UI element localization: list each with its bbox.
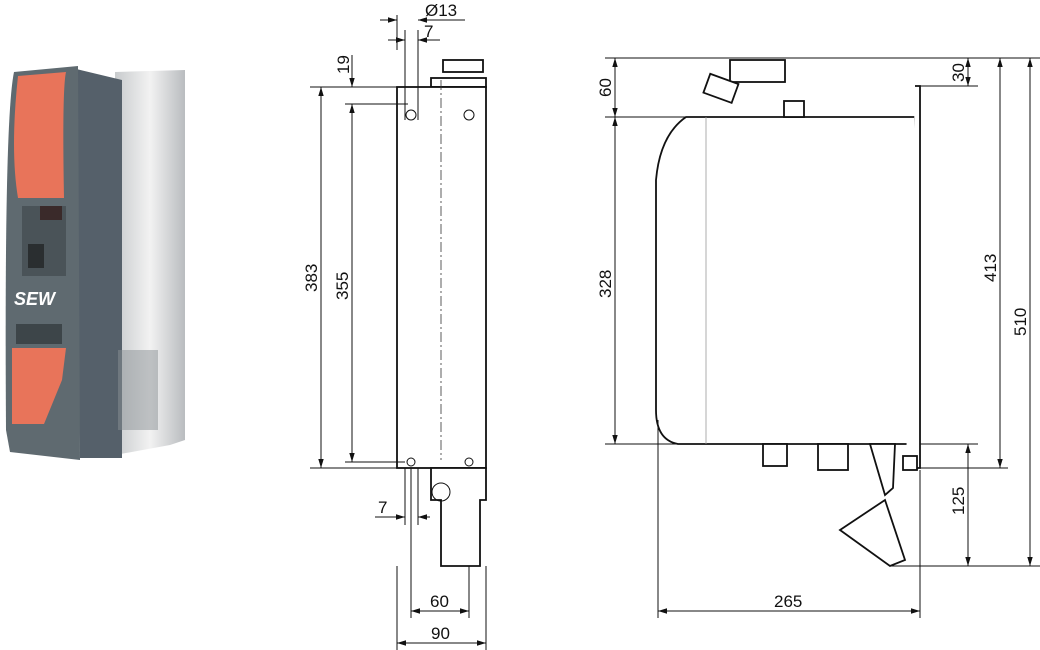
seven-segment-display [28,244,44,268]
dim-bottom-connector: 125 [949,487,968,515]
front-view: Ø13 7 19 383 355 7 60 90 [302,1,487,650]
dim-overall-height: 510 [1011,308,1030,336]
housing-side [72,68,122,458]
dim-top-offset: 19 [334,55,353,74]
dim-top-plate-offset: 30 [949,63,968,82]
dim-depth: 265 [774,592,802,611]
accent-panel-bottom [12,348,66,424]
sew-logo: SEW [14,289,57,309]
dim-body-height: 328 [596,270,615,298]
front-bottom-connector [430,467,487,567]
vent-grille [118,350,158,430]
dim-hole-spacing-vertical: 355 [333,272,352,300]
dim-hole-spacing-horizontal: 60 [430,592,449,611]
dim-slot-bottom: 7 [378,498,387,517]
accent-panel-top [14,72,66,198]
dim-hole-diameter: Ø13 [425,1,457,20]
dim-height-total: 383 [302,264,321,292]
side-view: 60 328 30 413 510 125 265 [596,57,1040,618]
front-body [396,86,487,469]
product-photo: SEW [5,66,185,460]
dim-top-connector: 60 [596,78,615,97]
dim-width: 90 [431,624,450,643]
dim-slot-top: 7 [424,22,433,41]
side-body [655,116,916,445]
dim-plate-height: 413 [981,254,1000,282]
